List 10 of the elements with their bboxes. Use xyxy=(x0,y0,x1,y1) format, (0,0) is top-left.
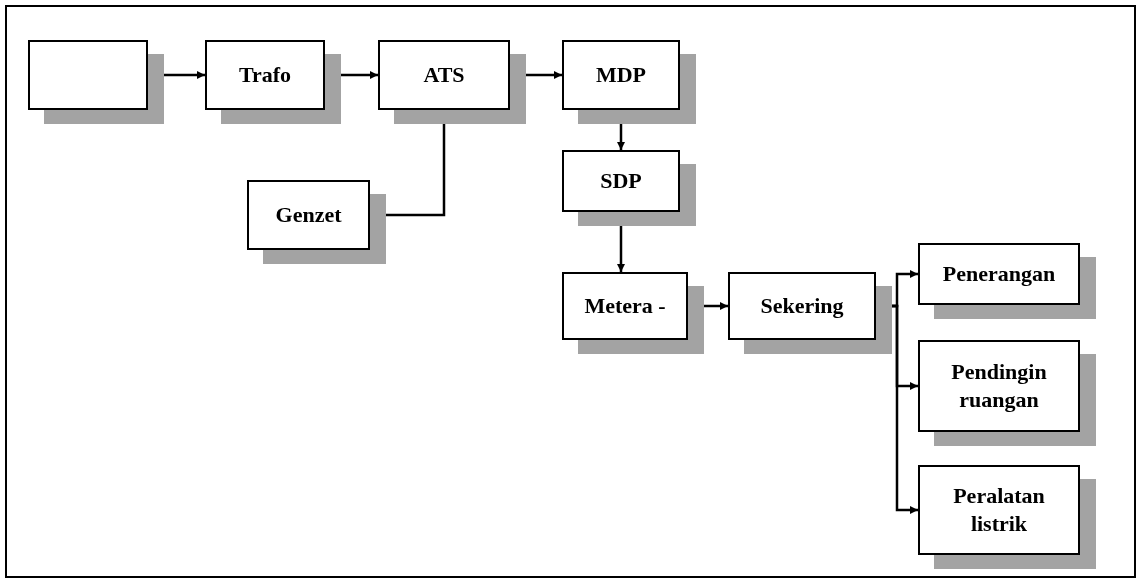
box-label: ATS xyxy=(423,61,465,89)
box-label: SDP xyxy=(600,167,642,195)
box-label: MDP xyxy=(595,61,647,89)
box-label: Penerangan xyxy=(942,260,1056,288)
box-label: Metera - xyxy=(584,292,666,320)
box-label: Peralatan listrik xyxy=(952,482,1046,538)
box-label: Genzet xyxy=(275,201,342,229)
box-label: Pendingin ruangan xyxy=(950,358,1048,414)
box-label: Sekering xyxy=(760,292,844,320)
box-label: Trafo xyxy=(238,61,292,89)
